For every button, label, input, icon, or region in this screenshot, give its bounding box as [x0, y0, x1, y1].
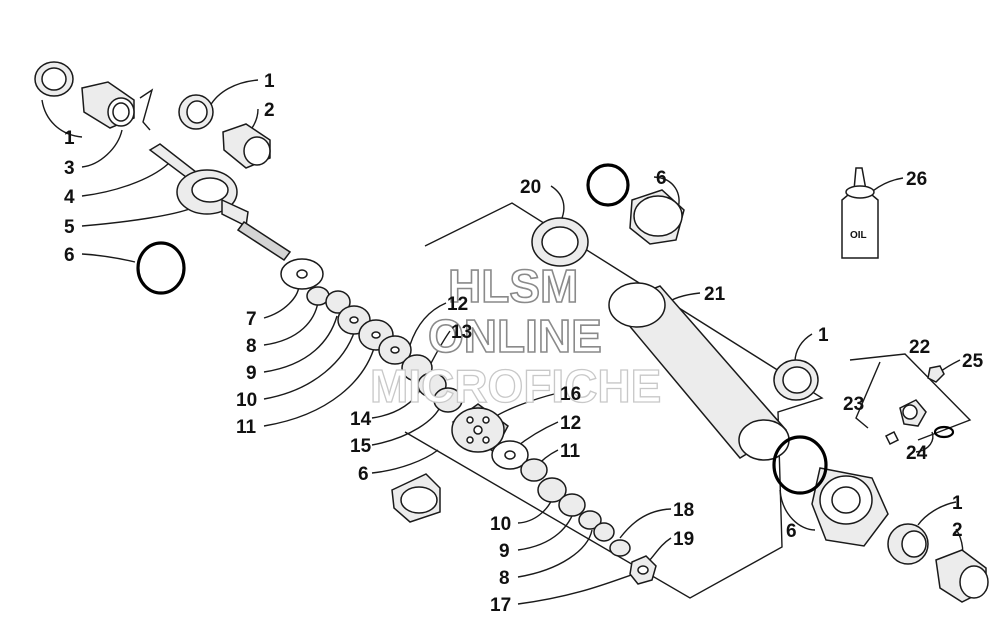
band-part-6-lower [391, 473, 441, 523]
callout-22: 22 [909, 337, 930, 358]
callout-5: 5 [64, 217, 75, 238]
callout-6: 6 [656, 168, 667, 189]
band-part-6-top [629, 189, 685, 245]
callout-12: 12 [560, 413, 581, 434]
callout-24: 24 [906, 443, 928, 464]
lower-eye-housing [811, 467, 889, 547]
watermark: HLSM ONLINE MICROFICHE [369, 259, 662, 412]
callout-13: 13 [451, 322, 472, 343]
washer-stack-lower [491, 440, 657, 585]
callout-10: 10 [490, 514, 511, 535]
callout-1: 1 [818, 325, 829, 346]
bushing-part-1-right [773, 359, 819, 401]
callout-21: 21 [704, 284, 726, 305]
callout-20: 20 [520, 177, 541, 198]
callout-10: 10 [236, 390, 257, 411]
sleeve-part-2-top [222, 123, 271, 169]
watermark-line-1: HLSM [448, 260, 578, 312]
callout-6: 6 [64, 245, 75, 266]
callout-14: 14 [350, 409, 372, 430]
callout-15: 15 [350, 436, 372, 457]
callout-17: 17 [490, 595, 511, 616]
oil-label: OIL [850, 230, 867, 241]
cylinder-envelope [404, 202, 824, 599]
callout-6: 6 [358, 464, 369, 485]
sleeve-part-3 [81, 81, 135, 129]
piston-part-15 [451, 403, 509, 454]
callout-25: 25 [962, 351, 984, 372]
callout-16: 16 [560, 384, 581, 405]
callout-26: 26 [906, 169, 927, 190]
callout-9: 9 [246, 363, 257, 384]
callout-1: 1 [952, 493, 963, 514]
callout-9: 9 [499, 541, 510, 562]
screw-part-25 [927, 365, 945, 383]
callout-23: 23 [843, 394, 864, 415]
callout-labels: 1 2 1 3 4 5 6 7 8 9 10 11 12 13 14 15 6 … [64, 71, 984, 616]
callout-11: 11 [236, 417, 257, 438]
bushing-part-1-top [178, 94, 214, 130]
watermark-line-3: MICROFICHE [370, 360, 661, 412]
callout-12: 12 [447, 294, 468, 315]
callout-1: 1 [64, 128, 75, 149]
callout-2: 2 [952, 520, 963, 541]
sleeve-part-2-bottom [935, 549, 989, 603]
callout-1: 1 [264, 71, 275, 92]
oil-bottle-part-26: OIL [841, 167, 879, 259]
callout-3: 3 [64, 158, 75, 179]
callout-7: 7 [246, 309, 257, 330]
bushing-part-1-top-left [34, 61, 74, 97]
oring-part-24 [933, 425, 955, 439]
cap-part-20 [531, 217, 589, 267]
oring-part-6-top [586, 163, 630, 207]
callout-8: 8 [246, 336, 257, 357]
callout-19: 19 [673, 529, 694, 550]
oring-part-6-right [772, 435, 828, 495]
oring-part-6-left [136, 241, 186, 295]
bushing-part-1-bottom [887, 523, 929, 565]
callout-6: 6 [786, 521, 797, 542]
callout-18: 18 [673, 500, 694, 521]
washer-stack-upper [280, 258, 463, 413]
callout-2: 2 [264, 100, 275, 121]
callout-8: 8 [499, 568, 510, 589]
watermark-line-2: ONLINE [428, 310, 602, 362]
valve-bracket [849, 353, 972, 441]
callout-11: 11 [560, 441, 581, 462]
callout-4: 4 [64, 187, 75, 208]
shaft-eye-part-4-5 [148, 143, 292, 262]
cylinder-part-21 [608, 282, 790, 461]
valve-part-23 [884, 399, 927, 446]
